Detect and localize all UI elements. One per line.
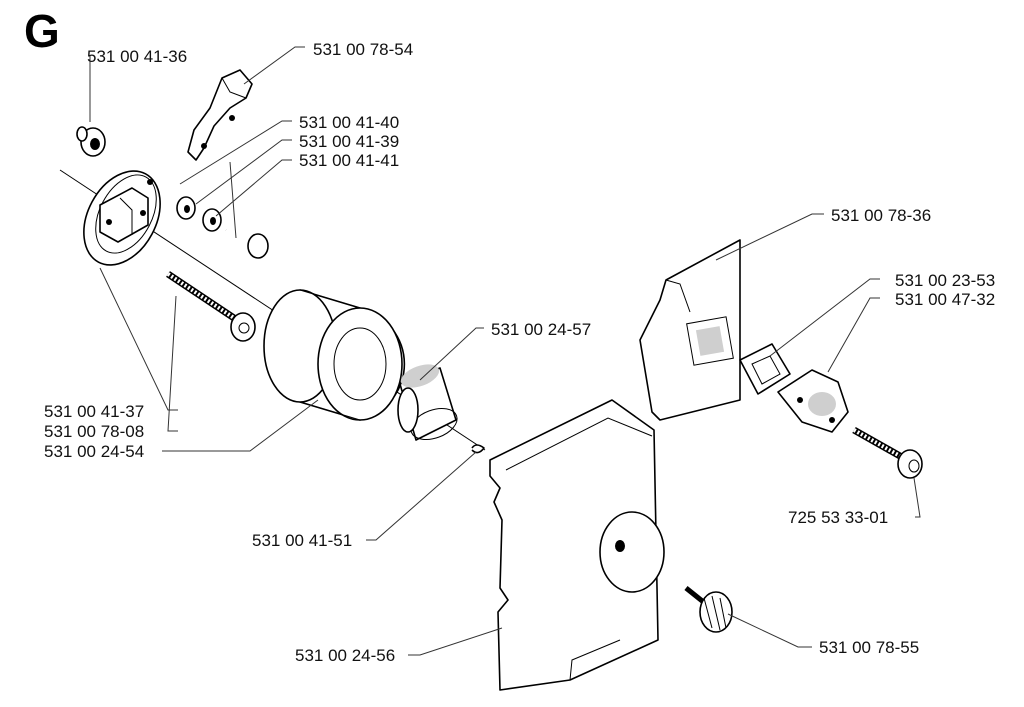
- part-label-531-00-41-39: 531 00 41-39: [299, 132, 399, 151]
- part-label-531-00-24-54: 531 00 24-54: [44, 442, 144, 461]
- long-bolt-part: [166, 271, 256, 342]
- cylinder-cover-part: [489, 399, 665, 691]
- part-label-531-00-41-37: 531 00 41-37: [44, 402, 144, 421]
- nut-part: [76, 126, 106, 157]
- part-label-725-53-33-01: 725 53 33-01: [788, 508, 888, 527]
- washer-part-1: [176, 196, 196, 220]
- part-label-531-00-23-53: 531 00 23-53: [895, 271, 995, 290]
- part-label-531-00-47-32: 531 00 47-32: [895, 290, 995, 309]
- starter-pulley-part: [83, 170, 161, 266]
- gasket-part: [739, 343, 791, 395]
- part-label-531-00-78-54: 531 00 78-54: [313, 40, 413, 59]
- part-label-531-00-78-08: 531 00 78-08: [44, 422, 144, 441]
- knurled-insert-part: [397, 364, 458, 441]
- filter-drum-part: [263, 289, 406, 421]
- washer-part-2: [202, 208, 222, 232]
- heat-shield-part: [639, 239, 741, 421]
- part-label-531-00-41-36: 531 00 41-36: [87, 47, 187, 66]
- part-label-531-00-24-57: 531 00 24-57: [491, 320, 591, 339]
- flange-bolt-part: [852, 426, 923, 479]
- section-letter: G: [24, 5, 60, 57]
- leader-lines: [89, 46, 921, 656]
- part-label-531-00-78-55: 531 00 78-55: [819, 638, 919, 657]
- pawl-screw-part: [225, 228, 269, 259]
- flange-part: [777, 369, 849, 433]
- part-label-531-00-41-41: 531 00 41-41: [299, 151, 399, 170]
- pawl-lever-part: [187, 69, 253, 161]
- knob-screw-part: [684, 586, 733, 633]
- part-label-531-00-41-51: 531 00 41-51: [252, 531, 352, 550]
- part-label-531-00-41-40: 531 00 41-40: [299, 113, 399, 132]
- part-label-531-00-24-56: 531 00 24-56: [295, 646, 395, 665]
- part-label-531-00-78-36: 531 00 78-36: [831, 206, 931, 225]
- clip-part: [471, 444, 485, 454]
